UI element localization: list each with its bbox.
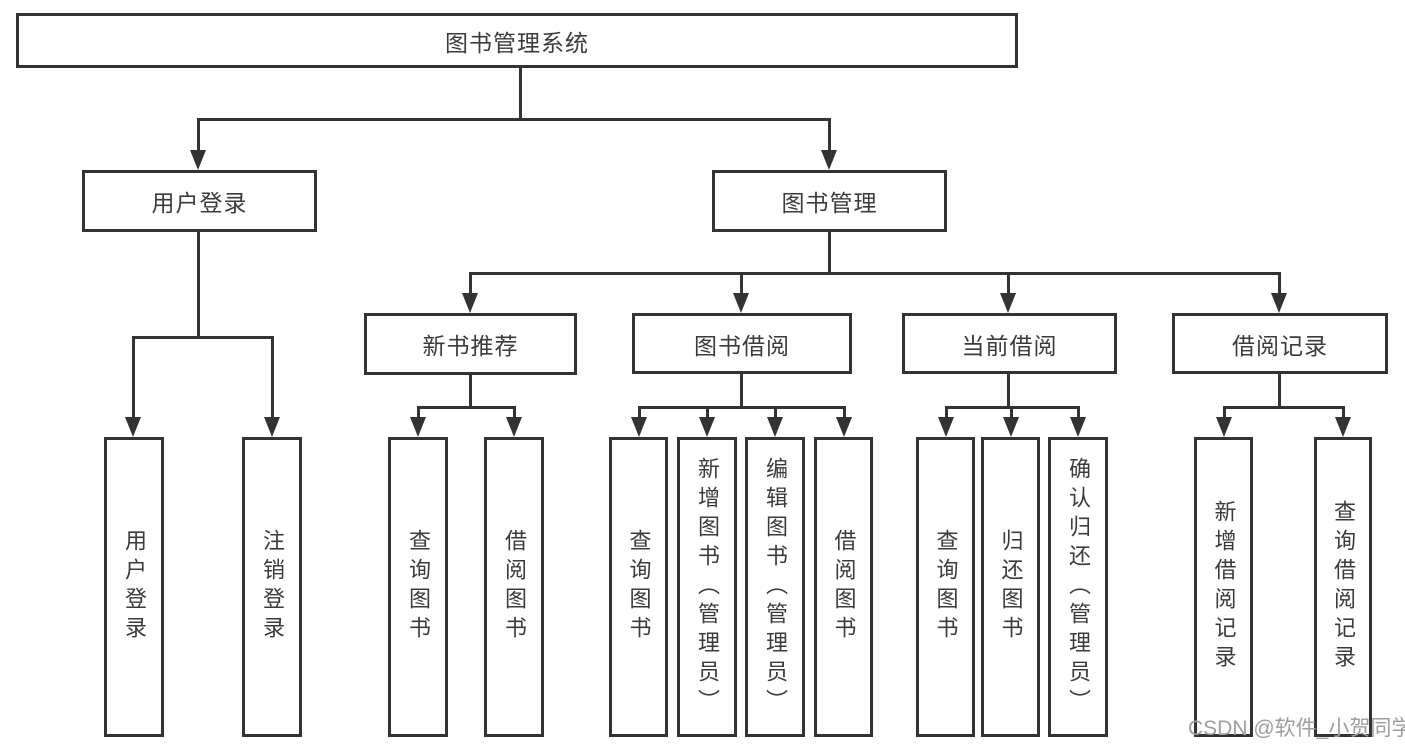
connector-line xyxy=(417,406,420,417)
node-current-borrow-label: 当前借阅 xyxy=(961,332,1058,359)
connector-line xyxy=(638,406,845,409)
connector-line xyxy=(774,406,777,417)
connector-line xyxy=(197,118,831,121)
connector-line xyxy=(1223,406,1344,409)
connector-line xyxy=(706,406,709,417)
connector-line xyxy=(1278,374,1281,406)
connector-line xyxy=(513,406,516,417)
leaf-confirm-return-admin-label: 确认归还（管理员） xyxy=(1066,456,1091,718)
leaf-query-borrow-record: 查询借阅记录 xyxy=(1314,437,1372,737)
leaf-user-login-label: 用户登录 xyxy=(122,529,147,645)
connector-line xyxy=(1342,406,1345,417)
connector-line xyxy=(271,336,274,417)
connector-line xyxy=(1077,406,1080,417)
connector-line xyxy=(197,232,200,336)
arrow-down-icon xyxy=(1271,293,1287,313)
connector-line xyxy=(469,272,1280,275)
leaf-recommend-borrow-books-label: 借阅图书 xyxy=(502,529,527,645)
leaf-add-books-admin: 新增图书（管理员） xyxy=(677,437,737,737)
node-root-label: 图书管理系统 xyxy=(445,29,589,56)
leaf-borrow-query-books-label: 查询图书 xyxy=(626,529,652,645)
connector-line xyxy=(638,406,641,417)
node-root: 图书管理系统 xyxy=(16,13,1018,68)
arrow-down-icon xyxy=(125,417,141,437)
node-borrow-records: 借阅记录 xyxy=(1172,313,1388,374)
connector-line xyxy=(945,406,948,417)
arrow-down-icon xyxy=(699,417,715,437)
leaf-edit-books-admin-label: 编辑图书（管理员） xyxy=(763,456,788,718)
connector-line xyxy=(469,375,472,406)
leaf-borrow-books-label: 借阅图书 xyxy=(831,529,857,645)
leaf-edit-books-admin: 编辑图书（管理员） xyxy=(745,437,805,737)
node-book-management-label: 图书管理 xyxy=(781,190,878,216)
arrow-down-icon xyxy=(190,150,206,170)
leaf-return-books-label: 归还图书 xyxy=(998,529,1024,645)
node-new-book-recommend: 新书推荐 xyxy=(364,313,577,375)
leaf-current-query-books: 查询图书 xyxy=(916,437,975,737)
node-book-borrow: 图书借阅 xyxy=(632,313,852,374)
arrow-down-icon xyxy=(733,293,749,313)
leaf-logout-label: 注销登录 xyxy=(260,529,285,645)
connector-line xyxy=(197,118,200,152)
arrow-down-icon xyxy=(821,150,837,170)
arrow-down-icon xyxy=(938,417,954,437)
node-current-borrow: 当前借阅 xyxy=(902,313,1117,374)
leaf-return-books: 归还图书 xyxy=(981,437,1040,737)
connector-line xyxy=(1223,406,1226,417)
node-new-book-recommend-label: 新书推荐 xyxy=(422,333,519,359)
leaf-add-books-admin-label: 新增图书（管理员） xyxy=(695,456,720,718)
arrow-down-icon xyxy=(1070,417,1086,437)
arrow-down-icon xyxy=(462,293,478,313)
connector-line xyxy=(843,406,846,417)
connector-line xyxy=(519,68,522,118)
arrow-down-icon xyxy=(631,417,647,437)
node-borrow-records-label: 借阅记录 xyxy=(1232,332,1328,359)
node-user-login-label: 用户登录 xyxy=(151,190,248,216)
node-book-borrow-label: 图书借阅 xyxy=(694,332,790,359)
leaf-recommend-query-books: 查询图书 xyxy=(388,437,448,737)
arrow-down-icon xyxy=(1000,293,1016,313)
connector-line xyxy=(828,118,831,152)
leaf-recommend-query-books-label: 查询图书 xyxy=(406,529,431,645)
connector-line xyxy=(828,232,831,272)
leaf-confirm-return-admin: 确认归还（管理员） xyxy=(1048,437,1108,737)
connector-line xyxy=(740,272,743,293)
arrow-down-icon xyxy=(1335,417,1351,437)
arrow-down-icon xyxy=(264,417,280,437)
leaf-add-borrow-record-label: 新增借阅记录 xyxy=(1211,500,1237,674)
connector-line xyxy=(132,336,274,339)
connector-line xyxy=(1010,406,1013,417)
node-user-login: 用户登录 xyxy=(82,170,317,232)
arrow-down-icon xyxy=(1003,417,1019,437)
connector-line xyxy=(417,406,515,409)
leaf-current-query-books-label: 查询图书 xyxy=(933,529,959,645)
watermark-text: CSDN @软件_小贺同学 xyxy=(1188,717,1405,740)
leaf-add-borrow-record: 新增借阅记录 xyxy=(1194,437,1253,737)
leaf-query-borrow-record-label: 查询借阅记录 xyxy=(1331,500,1356,674)
leaf-recommend-borrow-books: 借阅图书 xyxy=(484,437,544,737)
leaf-borrow-books: 借阅图书 xyxy=(814,437,873,737)
arrow-down-icon xyxy=(767,417,783,437)
connector-line xyxy=(1007,272,1010,293)
arrow-down-icon xyxy=(1216,417,1232,437)
leaf-borrow-query-books: 查询图书 xyxy=(609,437,668,737)
leaf-logout: 注销登录 xyxy=(242,437,302,737)
leaf-user-login: 用户登录 xyxy=(104,437,164,737)
connector-line xyxy=(132,336,135,417)
arrow-down-icon xyxy=(506,417,522,437)
connector-line xyxy=(1278,272,1281,293)
arrow-down-icon xyxy=(836,417,852,437)
connector-line xyxy=(1007,374,1010,406)
node-book-management: 图书管理 xyxy=(712,170,947,232)
connector-line xyxy=(740,374,743,406)
connector-line xyxy=(469,272,472,293)
arrow-down-icon xyxy=(410,417,426,437)
